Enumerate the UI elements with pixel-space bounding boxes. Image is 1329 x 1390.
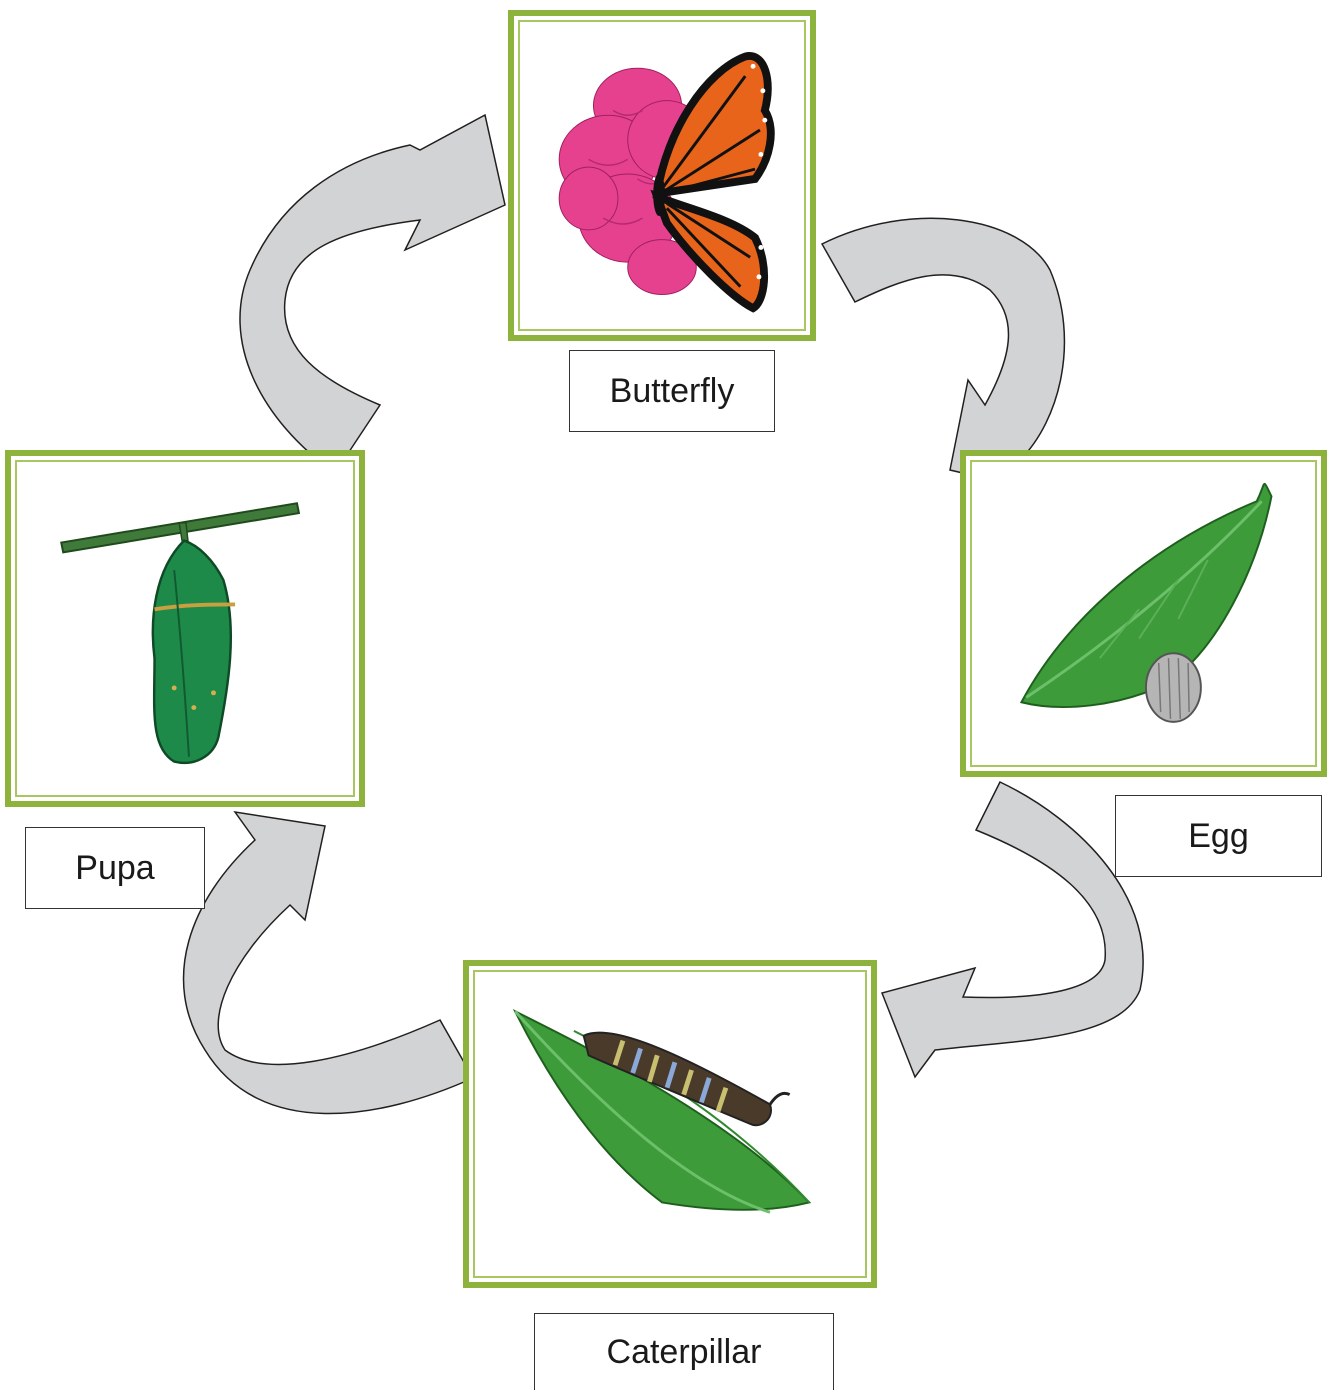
butterfly-image: [518, 20, 806, 331]
chrysalis-icon: [17, 462, 353, 795]
egg-frame: [960, 450, 1327, 777]
caterpillar-image: [473, 970, 867, 1278]
butterfly-on-flower-icon: [520, 22, 804, 329]
arrow-caterpillar-to-pupa: [184, 812, 473, 1114]
pupa-image: [15, 460, 355, 797]
pupa-label: Pupa: [25, 827, 205, 909]
butterfly-label: Butterfly: [569, 350, 775, 432]
egg-image: [970, 460, 1317, 767]
caterpillar-label: Caterpillar: [534, 1313, 834, 1390]
butterfly-frame: [508, 10, 816, 341]
caterpillar-frame: [463, 960, 877, 1288]
arrow-pupa-to-butterfly: [240, 115, 505, 473]
arrow-egg-to-caterpillar: [882, 782, 1143, 1077]
egg-on-leaf-icon: [972, 462, 1315, 765]
egg-label: Egg: [1115, 795, 1322, 877]
pupa-frame: [5, 450, 365, 807]
caterpillar-on-leaf-icon: [475, 972, 865, 1276]
